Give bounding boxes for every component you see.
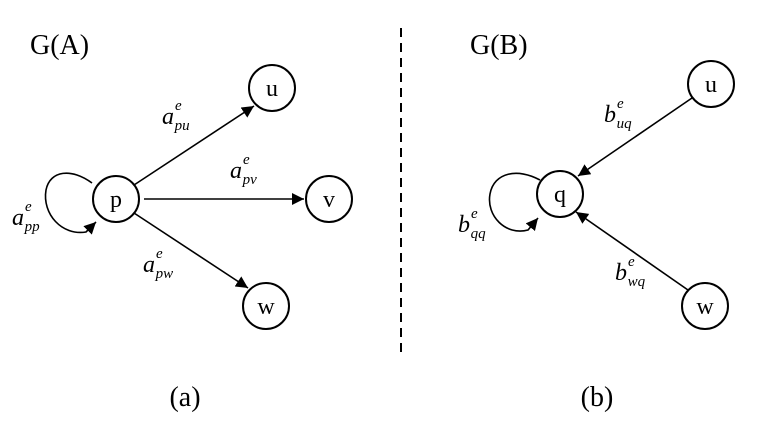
node-p-label: p [110, 187, 122, 213]
node-w-left-label: w [257, 294, 275, 320]
node-w-right-label: w [696, 294, 714, 320]
edge-p-u [133, 105, 255, 186]
node-u-left: u [248, 64, 296, 112]
left-caption: (a) [169, 382, 200, 413]
edge-u-q [577, 97, 693, 177]
right-graph-title: G(B) [470, 30, 528, 61]
self-loop-q [488, 172, 541, 232]
node-v: v [305, 175, 353, 223]
node-q: q [536, 170, 584, 218]
node-u-left-label: u [266, 76, 278, 102]
left-graph-title: G(A) [30, 30, 89, 61]
self-loop-p [44, 172, 97, 235]
node-q-label: q [554, 182, 566, 208]
node-w-left: w [242, 282, 290, 330]
edge-w-q [575, 211, 689, 291]
edge-p-w [133, 212, 249, 289]
node-v-label: v [323, 187, 335, 213]
node-u-right-label: u [705, 72, 717, 98]
right-caption: (b) [581, 382, 614, 413]
node-u-right: u [687, 60, 735, 108]
node-w-right: w [681, 282, 729, 330]
node-p: p [92, 175, 140, 223]
